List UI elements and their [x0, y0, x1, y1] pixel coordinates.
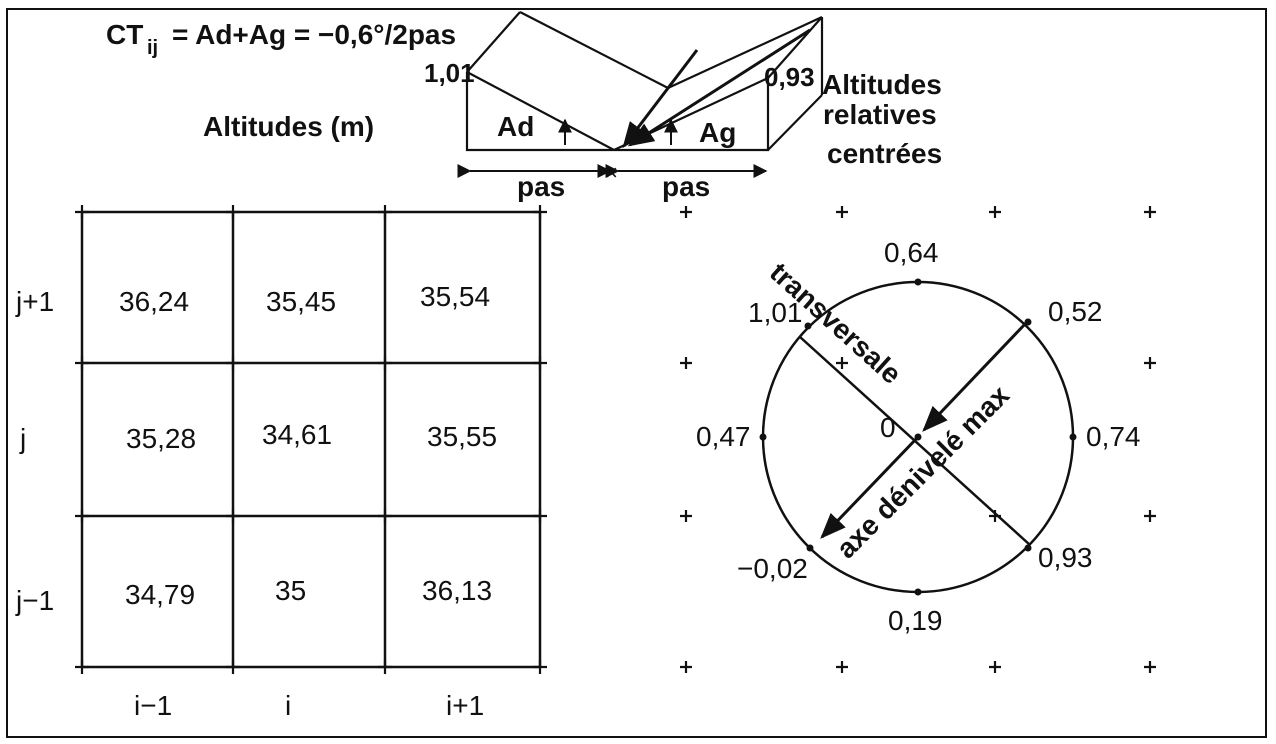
- circle-diagram: 0,64 0,52 0,74 0,93 0,19 −0,02 0,47 1,01…: [680, 206, 1156, 673]
- plus-mark-icon: [378, 509, 392, 523]
- plus-mark-icon: [989, 206, 1001, 218]
- row-label-bottom: j−1: [15, 585, 54, 616]
- step-right-label: pas: [662, 171, 710, 202]
- plus-mark-icon: [75, 356, 89, 370]
- plus-mark-icon: [836, 206, 848, 218]
- formula-rest: = Ad+Ag = −0,6°/2pas: [172, 19, 456, 50]
- row-label-top: j+1: [15, 286, 54, 317]
- plus-mark-icon: [989, 661, 1001, 673]
- center-label: 0: [880, 412, 896, 443]
- value-bottom-right: 0,93: [1038, 542, 1093, 573]
- plus-mark-icon: [1144, 510, 1156, 522]
- altitudes-label: Altitudes (m): [203, 111, 374, 142]
- sample-point: [914, 588, 922, 596]
- plus-mark-icon: [680, 206, 692, 218]
- grid-cell: 35: [275, 575, 306, 606]
- plus-mark-icon: [836, 357, 848, 369]
- grid-cell: 35,55: [427, 421, 497, 452]
- sample-point: [759, 433, 767, 441]
- sample-point: [1024, 544, 1032, 552]
- altitude-grid: j+1 j j−1 36,24 35,45 35,54 35,28 34,61 …: [15, 205, 547, 721]
- plus-mark-icon: [1144, 357, 1156, 369]
- plus-mark-icon: [533, 205, 547, 219]
- plus-mark-icon: [836, 661, 848, 673]
- formula: CT ij = Ad+Ag = −0,6°/2pas: [106, 19, 456, 59]
- profile-bottom-depth: [767, 94, 823, 151]
- max-slope-arrow-bottom-icon: [820, 435, 920, 539]
- value-bottom-left: −0,02: [737, 553, 808, 584]
- profile-left-value: 1,01: [424, 58, 475, 88]
- profile-right-value: 0,93: [764, 62, 815, 92]
- plus-mark-icon: [680, 661, 692, 673]
- grid-cell: 35,45: [266, 286, 336, 317]
- profile-left-depth: [466, 11, 521, 73]
- angle-ad-label: Ad: [497, 111, 534, 142]
- max-slope-arrow-top-icon: [922, 321, 1028, 432]
- flow-arrow-icon: [622, 49, 699, 149]
- figure-frame: [6, 8, 1267, 738]
- value-top-right: 0,52: [1048, 296, 1103, 327]
- row-label-middle: j: [19, 423, 26, 454]
- plus-mark-icon: [75, 509, 89, 523]
- sample-point: [1024, 318, 1032, 326]
- sample-point: [914, 433, 922, 441]
- plus-mark-icon: [378, 205, 392, 219]
- value-left: 0,47: [696, 421, 751, 452]
- profile-right-depth: [767, 16, 823, 79]
- grid-cell: 34,61: [262, 419, 332, 450]
- grid-cell: 34,79: [125, 579, 195, 610]
- profile-front-face: [465, 72, 770, 152]
- grid-cell: 36,24: [119, 286, 189, 317]
- plus-mark-icon: [75, 660, 89, 674]
- circle-grid-marks: [680, 206, 1156, 673]
- plus-mark-icon: [226, 509, 240, 523]
- plus-mark-icon: [680, 510, 692, 522]
- plus-mark-icon: [533, 356, 547, 370]
- col-label-right: i+1: [446, 690, 484, 721]
- angle-ag-label: Ag: [699, 117, 736, 148]
- value-top: 0,64: [884, 237, 939, 268]
- grid-node-marks: [75, 205, 547, 674]
- grid-cell: 36,13: [422, 575, 492, 606]
- grid-cell: 35,28: [126, 423, 196, 454]
- max-slope-axis-label: axe dénivelé max: [830, 379, 1015, 564]
- plus-mark-icon: [1144, 661, 1156, 673]
- cross-mark-icon: ×: [605, 160, 618, 185]
- col-label-middle: i: [285, 690, 291, 721]
- plus-mark-icon: [75, 205, 89, 219]
- grid-outline: [80, 210, 542, 669]
- plus-mark-icon: [378, 356, 392, 370]
- grid-cell: 35,54: [420, 281, 490, 312]
- formula-subscript: ij: [147, 37, 158, 59]
- plus-mark-icon: [226, 660, 240, 674]
- sample-point: [914, 278, 922, 286]
- step-left-label: pas: [517, 171, 565, 202]
- sample-point: [804, 322, 812, 330]
- relative-label-3: centrées: [827, 138, 942, 169]
- value-right: 0,74: [1086, 421, 1141, 452]
- slope-arrow-icon: [627, 28, 811, 147]
- plus-mark-icon: [533, 509, 547, 523]
- profile-back-right: [667, 16, 823, 89]
- value-bottom: 0,19: [888, 605, 943, 636]
- plus-mark-icon: [1144, 206, 1156, 218]
- col-label-left: i−1: [134, 690, 172, 721]
- plus-mark-icon: [226, 356, 240, 370]
- plus-mark-icon: [533, 660, 547, 674]
- relative-label-2: relatives: [823, 99, 937, 130]
- sample-point: [806, 544, 814, 552]
- profile-sketch: × 1,01 0,93 Ad Ag Altitudes (m) Altitude…: [203, 11, 942, 202]
- circle-sample-points: [759, 278, 1077, 596]
- value-top-left: 1,01: [748, 297, 803, 328]
- relative-label-1: Altitudes: [822, 69, 942, 100]
- plus-mark-icon: [680, 357, 692, 369]
- plus-mark-icon: [378, 660, 392, 674]
- formula-ct: CT: [106, 19, 143, 50]
- profile-back-left: [519, 11, 669, 89]
- profile-left-slope: [466, 71, 615, 151]
- plus-mark-icon: [226, 205, 240, 219]
- sample-point: [1069, 433, 1077, 441]
